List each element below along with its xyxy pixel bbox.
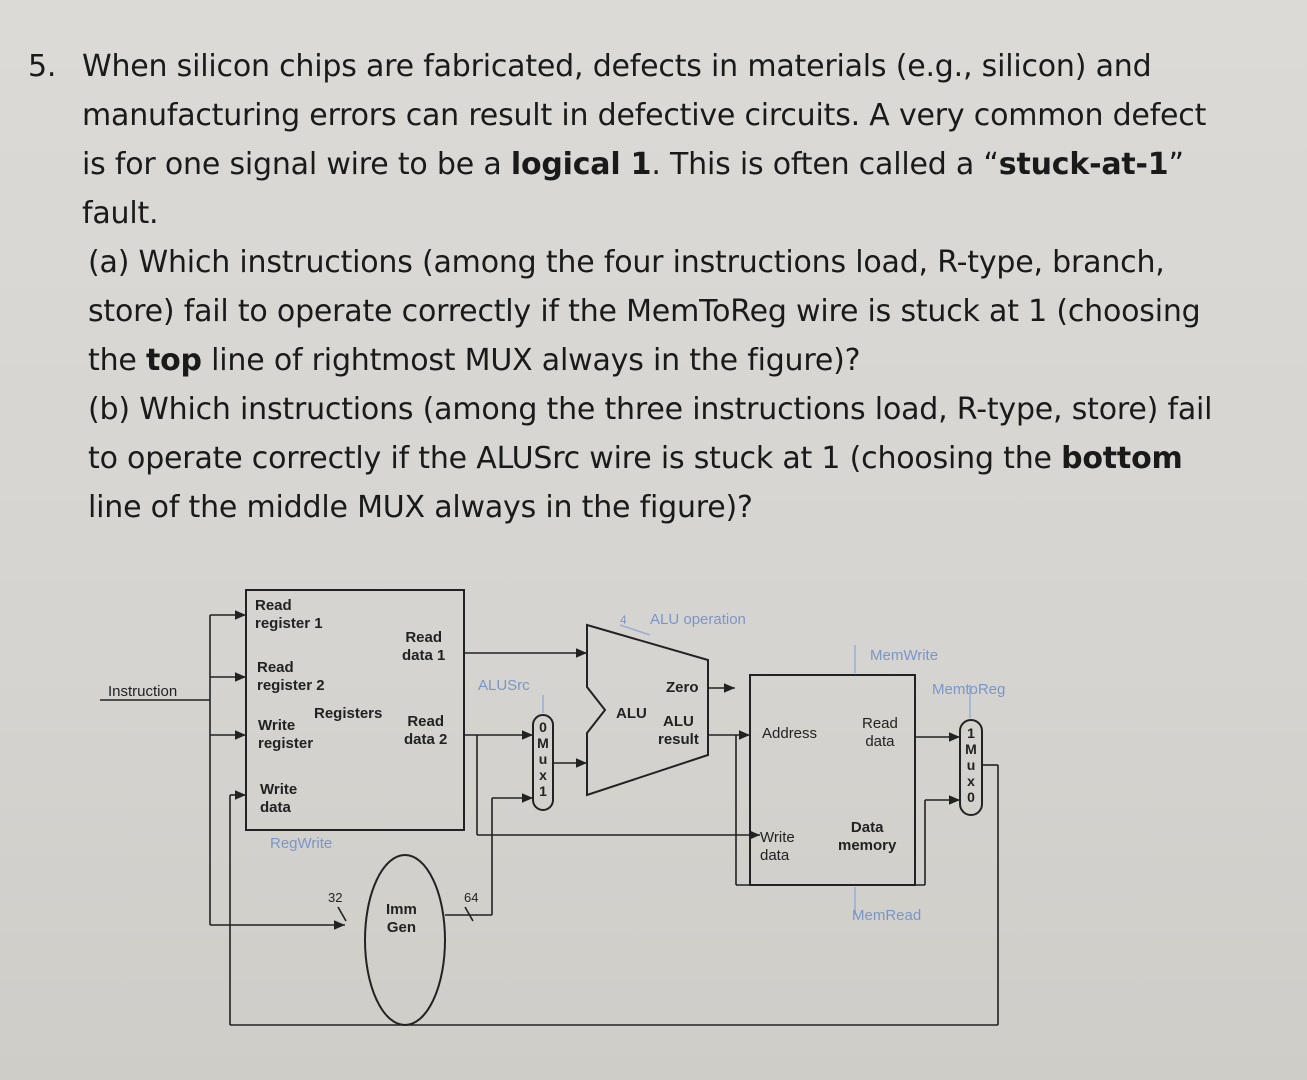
memtoreg-label: MemtoReg <box>932 681 1006 698</box>
alu-op-bits: 4 <box>620 613 627 627</box>
stuck-at-1-emphasis: stuck-at-1 <box>998 147 1169 182</box>
part-b-line-1: (b) Which instructions (among the three … <box>88 392 1213 427</box>
part-a-line-3: the top line of rightmost MUX always in … <box>88 343 861 378</box>
registers-block <box>245 589 465 831</box>
intro-line-2: manufacturing errors can result in defec… <box>82 98 1207 133</box>
registers-title: Registers <box>314 705 383 722</box>
question-number: 5. <box>28 49 57 84</box>
logical-1-emphasis: logical 1 <box>510 147 652 182</box>
top-emphasis: top <box>145 343 202 378</box>
alu-label: ALU <box>616 705 647 722</box>
intro-line-4: fault. <box>82 196 159 231</box>
address-label: Address <box>762 725 818 742</box>
mem-mux <box>959 719 983 816</box>
intro-line-1: 5.When silicon chips are fabricated, def… <box>28 42 1278 91</box>
part-a-line-2: store) fail to operate correctly if the … <box>88 294 1201 329</box>
zero-label: Zero <box>666 679 699 696</box>
part-a-line-1: (a) Which instructions (among the four i… <box>88 245 1165 280</box>
bottom-emphasis: bottom <box>1061 441 1183 476</box>
datapath-wires <box>100 589 999 1026</box>
part-b-line-2: to operate correctly if the ALUSrc wire … <box>88 441 1183 476</box>
alu-operation-label: ALU operation <box>650 611 746 628</box>
part-b-line-3: line of the middle MUX always in the fig… <box>88 490 753 525</box>
imm-in-bits: 32 <box>328 890 343 905</box>
instruction-label: Instruction <box>108 683 178 700</box>
question-block: 5.When silicon chips are fabricated, def… <box>28 42 1278 532</box>
memwrite-label: MemWrite <box>870 647 939 664</box>
imm-out-bits: 64 <box>464 890 479 905</box>
alusrc-label: ALUSrc <box>478 677 530 694</box>
alu-mux-label: 0 M u x 1 <box>537 719 549 799</box>
alu-shape <box>586 623 709 797</box>
memread-label: MemRead <box>852 907 922 924</box>
regwrite-label: RegWrite <box>270 835 333 852</box>
mem-mux-label: 1 M u x 0 <box>965 725 977 805</box>
imm-gen-block <box>364 854 446 1026</box>
intro-line-3: is for one signal wire to be a logical 1… <box>82 147 1184 182</box>
